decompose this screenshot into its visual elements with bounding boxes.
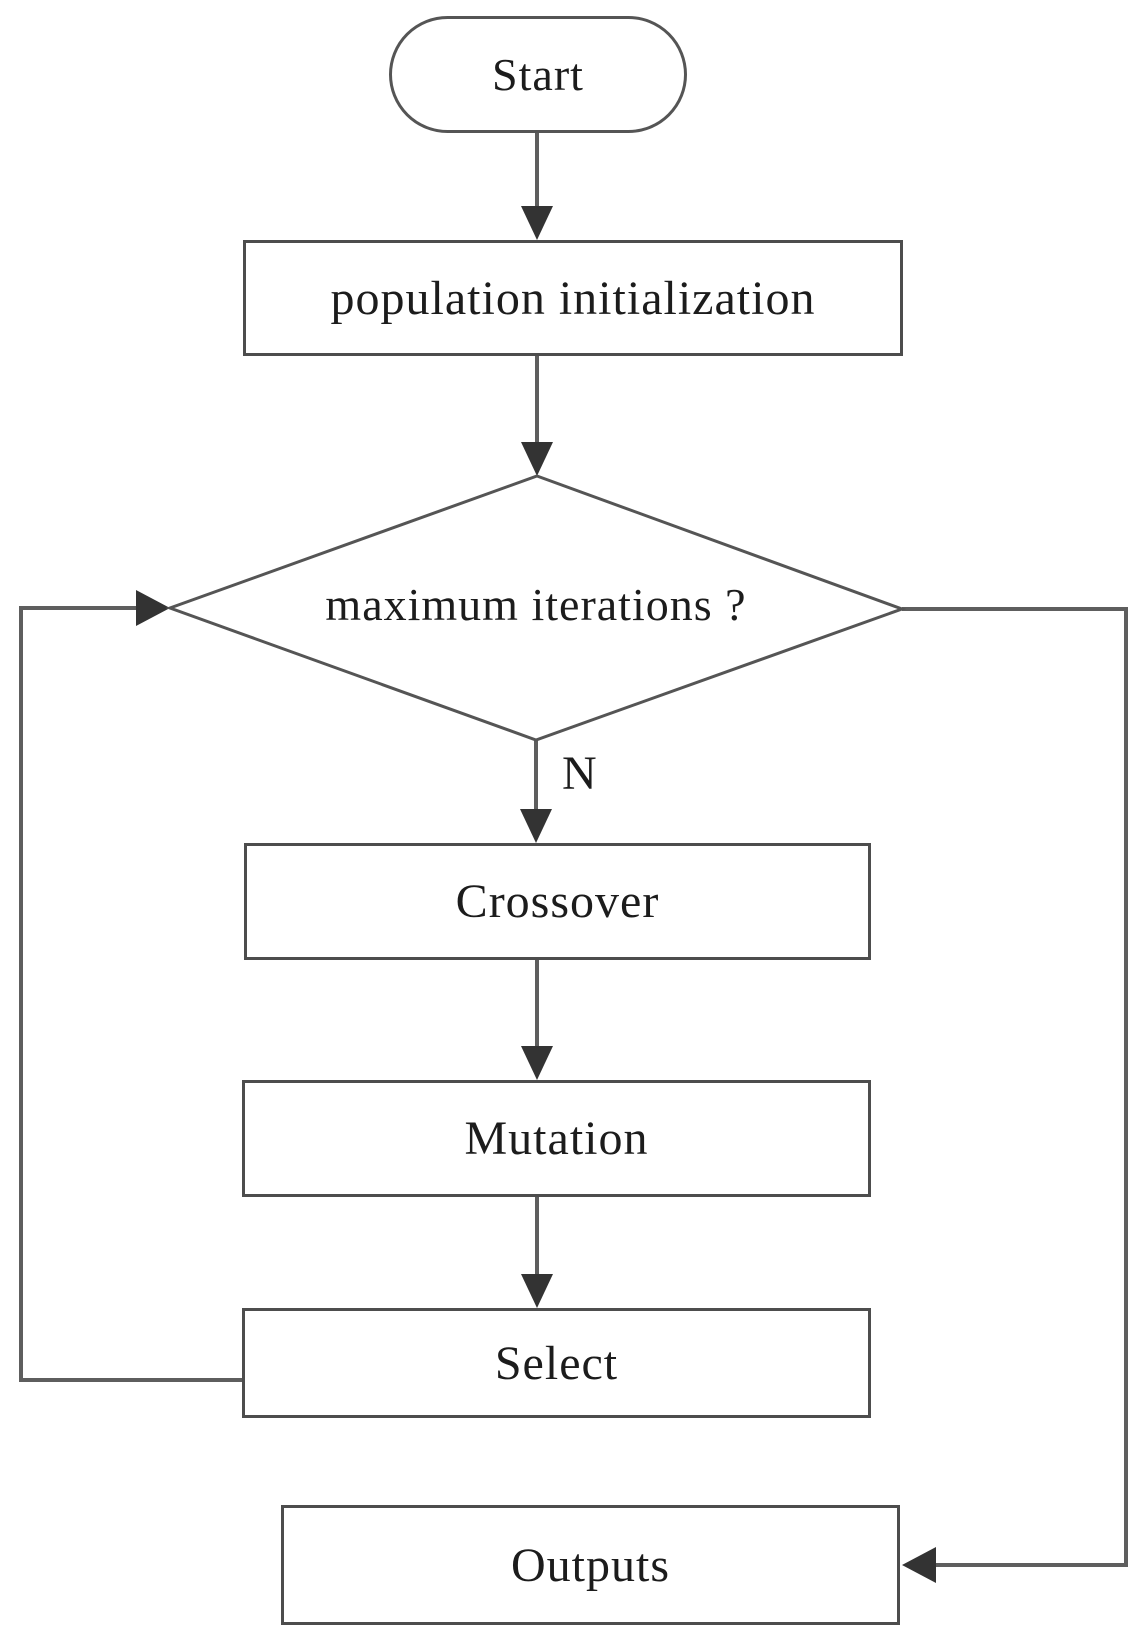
node-population-initialization: population initialization [243, 240, 903, 356]
arrowhead-into-select [521, 1274, 553, 1308]
node-population-initialization-label: population initialization [330, 271, 816, 325]
decision-diamond-shape [165, 474, 907, 742]
arrowhead-into-popinit [521, 206, 553, 240]
arrowhead-into-crossover [520, 809, 552, 843]
edge-decision-to-outputs [902, 607, 1128, 1567]
node-crossover-label: Crossover [455, 875, 660, 928]
node-start: Start [389, 16, 687, 133]
arrowhead-into-decision [521, 442, 553, 476]
node-maximum-iterations-label: maximum iterations ? [325, 579, 747, 630]
node-start-label: Start [492, 49, 584, 100]
branch-label-n: N [562, 747, 597, 800]
edge-select-feedback-to-decision [19, 606, 242, 1382]
node-mutation: Mutation [242, 1080, 871, 1197]
node-crossover: Crossover [244, 843, 871, 960]
node-mutation-label: Mutation [464, 1112, 649, 1165]
node-outputs: Outputs [281, 1505, 900, 1625]
node-select-label: Select [494, 1336, 619, 1390]
node-outputs-label: Outputs [510, 1538, 670, 1592]
node-select: Select [242, 1308, 871, 1418]
arrowhead-into-mutation [521, 1046, 553, 1080]
arrowhead-into-decision-left [136, 590, 170, 626]
arrowhead-into-outputs [902, 1547, 936, 1583]
